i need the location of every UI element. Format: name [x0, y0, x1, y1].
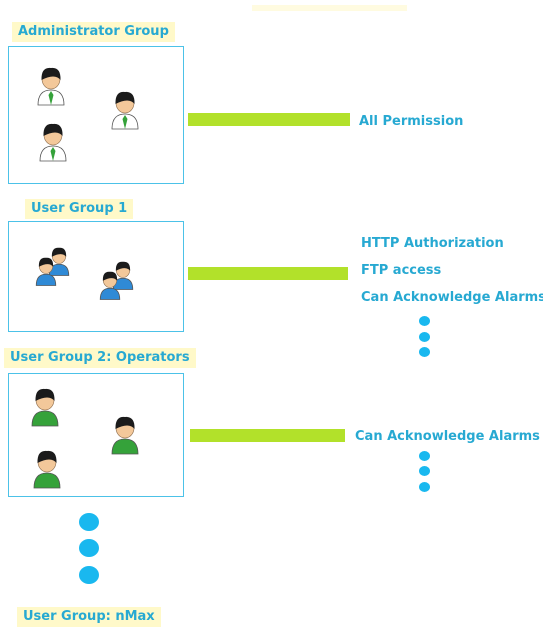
top-highlight-bar [252, 5, 407, 11]
permission-ftp-access: FTP access [361, 263, 442, 278]
ellipsis-dot [419, 482, 430, 492]
group-box-user-group-1 [8, 221, 184, 332]
operator-user-icon [33, 450, 61, 489]
user-pair-icon [35, 247, 70, 286]
admin-user-icon [39, 123, 67, 162]
group-box-operators [8, 373, 184, 497]
ellipsis-dot [419, 316, 430, 326]
admin-user-icon [111, 91, 139, 130]
more-groups-dot [79, 566, 99, 584]
permission-http-authorization: HTTP Authorization [361, 236, 504, 251]
group-label-operators: User Group 2: Operators [4, 348, 196, 368]
permission-all: All Permission [359, 114, 464, 129]
more-groups-dot [79, 539, 99, 557]
connector-bar-administrator [188, 113, 350, 126]
ellipsis-dot [419, 347, 430, 357]
operator-user-icon [111, 416, 139, 455]
group-label-administrator: Administrator Group [12, 22, 175, 42]
group-box-administrator [8, 46, 184, 184]
ellipsis-dot [419, 332, 430, 342]
connector-bar-user-group-1 [188, 267, 348, 280]
group-label-user-group-1: User Group 1 [25, 199, 134, 219]
admin-user-icon [37, 67, 65, 106]
ellipsis-dot [419, 466, 430, 476]
permission-can-acknowledge-alarms: Can Acknowledge Alarms [361, 290, 543, 305]
operator-user-icon [31, 388, 59, 427]
more-groups-dot [79, 513, 99, 531]
ellipsis-dot [419, 451, 430, 461]
user-pair-icon [99, 261, 134, 300]
group-label-nmax: User Group: nMax [17, 607, 161, 627]
permission-can-acknowledge-alarms: Can Acknowledge Alarms [355, 429, 540, 444]
connector-bar-operators [190, 429, 345, 442]
